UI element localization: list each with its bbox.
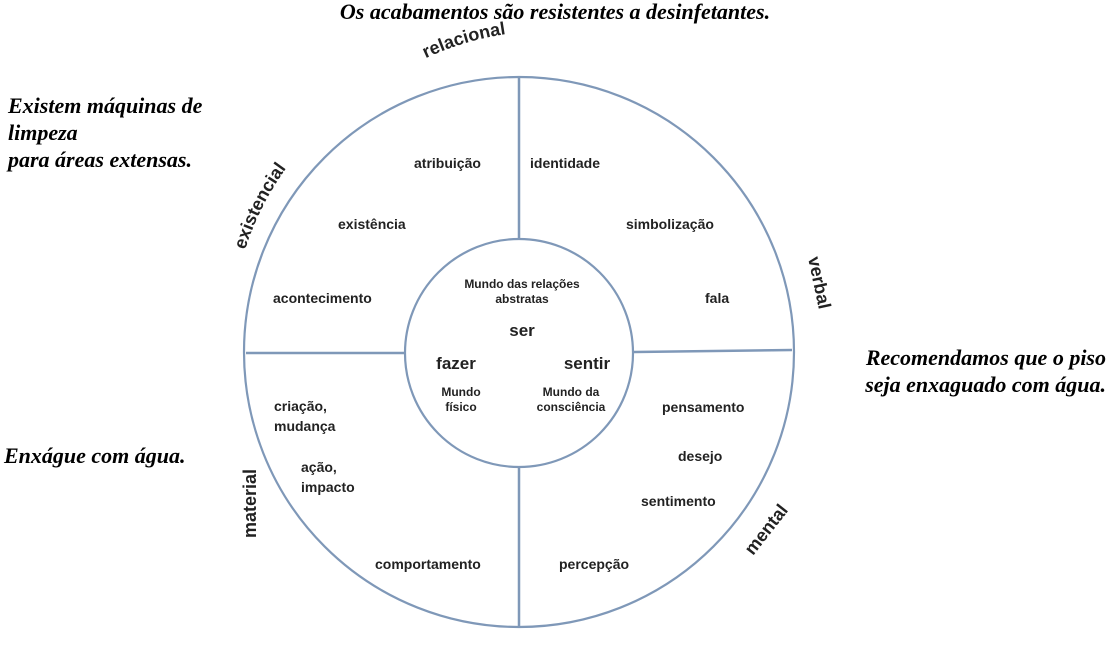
label-verbal: verbal	[804, 255, 835, 311]
label-impacto: impacto	[301, 479, 355, 495]
label-acontecimento: acontecimento	[273, 290, 372, 306]
label-material: material	[240, 469, 260, 538]
caption-top-left: Existem máquinas de limpeza para áreas e…	[8, 93, 203, 172]
caption-left: Enxágue com água.	[4, 443, 186, 468]
label-mundo-relacoes-2: abstratas	[495, 292, 549, 306]
label-mental: mental	[740, 500, 791, 558]
label-acao: ação,	[301, 459, 337, 475]
label-mundo-fisico-1: Mundo	[441, 385, 480, 399]
label-ser: ser	[509, 321, 535, 340]
inner-circle	[403, 237, 635, 469]
caption-right: Recomendamos que o piso seja enxaguado c…	[865, 345, 1106, 397]
label-identidade: identidade	[530, 155, 600, 171]
label-comportamento: comportamento	[375, 556, 481, 572]
label-mundo-consciencia-2: consciência	[537, 400, 606, 414]
label-simbolizacao: simbolização	[626, 216, 714, 232]
caption-top: Os acabamentos são resistentes a desinfe…	[339, 0, 771, 24]
label-pensamento: pensamento	[662, 399, 744, 415]
label-atribuicao: atribuição	[414, 155, 481, 171]
label-sentir: sentir	[564, 354, 611, 373]
label-mundo-fisico-2: físico	[445, 400, 476, 414]
label-mundo-relacoes-1: Mundo das relações	[464, 277, 580, 291]
label-relacional: relacional	[419, 18, 507, 62]
label-mundo-consciencia-1: Mundo da	[543, 385, 600, 399]
label-mudanca: mudança	[274, 418, 336, 434]
divider-right	[631, 348, 793, 354]
label-percepcao: percepção	[559, 556, 629, 572]
label-fala: fala	[705, 290, 729, 306]
label-existencia: existência	[338, 216, 406, 232]
label-desejo: desejo	[678, 448, 722, 464]
label-fazer: fazer	[436, 354, 476, 373]
label-sentimento: sentimento	[641, 493, 716, 509]
label-criacao: criação,	[274, 398, 327, 414]
